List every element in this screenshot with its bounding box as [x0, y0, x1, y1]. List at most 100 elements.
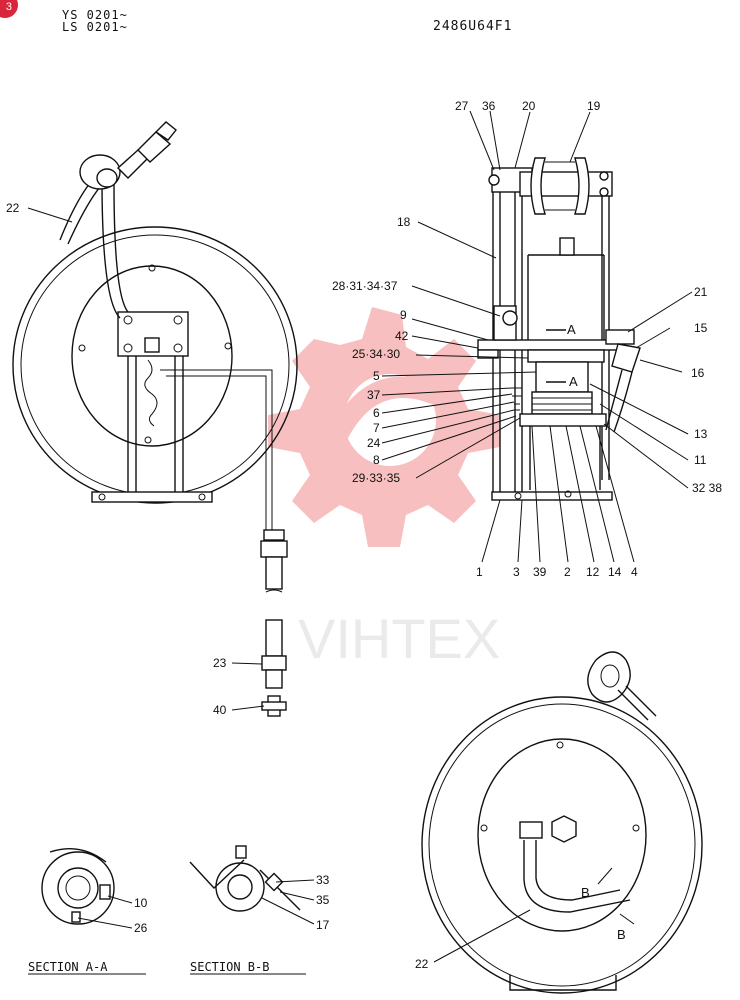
- sec-a-inner: [65, 875, 91, 901]
- callout-12: 12: [586, 565, 600, 579]
- roller-bolt-2: [599, 187, 609, 197]
- callout-18: 18: [397, 215, 411, 229]
- callout-7: 7: [373, 421, 380, 435]
- reel-hub-plate: [71, 265, 233, 447]
- persp-bolt-2: [480, 824, 488, 832]
- section-a-mark-top: A: [567, 322, 576, 337]
- hose-path-line: [160, 369, 273, 530]
- side-view-reel: A A: [477, 157, 641, 501]
- persp-hex-nut: [551, 815, 577, 843]
- callout-labels: 22 27 36 20 19 18 28·31·34·37 21 9 15 42…: [6, 99, 722, 971]
- persp-hose-inner: [535, 840, 621, 901]
- clamp-bolt: [502, 310, 518, 326]
- leader-lines: [27, 110, 693, 963]
- hose-break-marks: [265, 589, 283, 623]
- roller-guide-inner: [96, 168, 118, 188]
- spring-case: [531, 391, 593, 415]
- callout-35: 35: [316, 893, 330, 907]
- persp-bolt-3: [632, 824, 640, 832]
- drum-cap: [559, 237, 575, 256]
- callout-10: 10: [134, 896, 148, 910]
- stand-inner: [135, 352, 176, 492]
- callout-5: 5: [373, 369, 380, 383]
- roller-19-right: [574, 157, 590, 215]
- callout-20: 20: [522, 99, 536, 113]
- callout-29-33-35: 29·33·35: [352, 471, 400, 485]
- callout-19: 19: [587, 99, 601, 113]
- side-base-1: [491, 491, 613, 501]
- callout-15: 15: [694, 321, 708, 335]
- spring-case-lines: [532, 397, 592, 411]
- persp-flange-rim: [428, 703, 696, 987]
- callout-36: 36: [482, 99, 496, 113]
- stand-legs: [127, 352, 184, 492]
- section-a-a-caption: SECTION A-A: [28, 960, 108, 974]
- perspective-view-reel: B B: [421, 651, 703, 994]
- hose-path-line-2: [166, 375, 267, 530]
- sec-a-mid: [57, 867, 99, 909]
- stand-base: [91, 491, 213, 503]
- elbow-15: [611, 343, 641, 373]
- callout-1: 1: [476, 565, 483, 579]
- sec-a-spring: [49, 848, 107, 863]
- sec-b-bolt-33: [264, 872, 284, 892]
- watermark-swoosh: [330, 376, 450, 438]
- callout-22-top: 22: [6, 201, 20, 215]
- hose-assembly: [260, 529, 288, 717]
- plate-clip-42: [477, 349, 499, 359]
- swivel-plate: [477, 339, 619, 351]
- swivel-bolt-4: [173, 343, 183, 353]
- watermark-logo: VIHTEX: [268, 307, 500, 670]
- persp-swivel: [519, 821, 543, 839]
- callout-40: 40: [213, 703, 227, 717]
- elbow-21: [605, 329, 635, 345]
- sec-a-pin: [71, 911, 81, 923]
- persp-hose-outer: [523, 840, 631, 913]
- callout-4: 4: [631, 565, 638, 579]
- side-base-bolt: [514, 492, 522, 500]
- persp-roller-guide: [587, 651, 631, 703]
- section-a-mark-bottom: A: [569, 374, 578, 389]
- hose-hex-top: [260, 540, 288, 558]
- callout-39: 39: [533, 565, 547, 579]
- bottom-flange: [519, 413, 607, 427]
- hose-segment-bottom: [265, 619, 283, 657]
- hose-hex-bottom: [261, 655, 287, 671]
- callout-13: 13: [694, 427, 708, 441]
- swivel-bolt-1: [123, 315, 133, 325]
- hose-end: [265, 669, 283, 689]
- nozzle-tip: [154, 121, 177, 141]
- swivel-flange: [527, 349, 605, 363]
- persp-hub-plate: [477, 738, 647, 932]
- reel-outer-flange: [12, 226, 298, 504]
- callout-27: 27: [455, 99, 469, 113]
- section-b-mark-top: B: [581, 885, 590, 900]
- roller-19-left: [530, 157, 546, 215]
- callout-26: 26: [134, 921, 148, 935]
- persp-stand: [509, 975, 617, 991]
- roller-bolt-1: [599, 171, 609, 181]
- hose-nut-top: [263, 529, 285, 541]
- callout-21: 21: [694, 285, 708, 299]
- hub-bolt-left: [78, 344, 86, 352]
- section-b-mark-bottom: B: [617, 927, 626, 942]
- drum-sides: [527, 255, 605, 345]
- nozzle-valve: [137, 131, 172, 163]
- hose-arm-inner: [113, 183, 129, 313]
- sec-b-bracket: [259, 869, 301, 911]
- sec-b-bolt-top: [235, 845, 247, 859]
- callout-32-38: 32 38: [692, 481, 722, 495]
- callout-23: 23: [213, 656, 227, 670]
- bracket-bolt-27: [488, 174, 500, 186]
- swivel-outlet: [144, 337, 160, 353]
- pawl-parts: [512, 387, 522, 411]
- corner-badge-label: 3: [5, 1, 12, 13]
- front-view-reel: [12, 121, 298, 530]
- section-b-b-caption: SECTION B-B: [190, 960, 269, 974]
- hub-bolt-right: [224, 342, 232, 350]
- callout-25-34-30: 25·34·30: [352, 347, 400, 361]
- sec-b-inner: [227, 874, 253, 900]
- callout-16: 16: [691, 366, 705, 380]
- sec-b-plate: [189, 859, 245, 889]
